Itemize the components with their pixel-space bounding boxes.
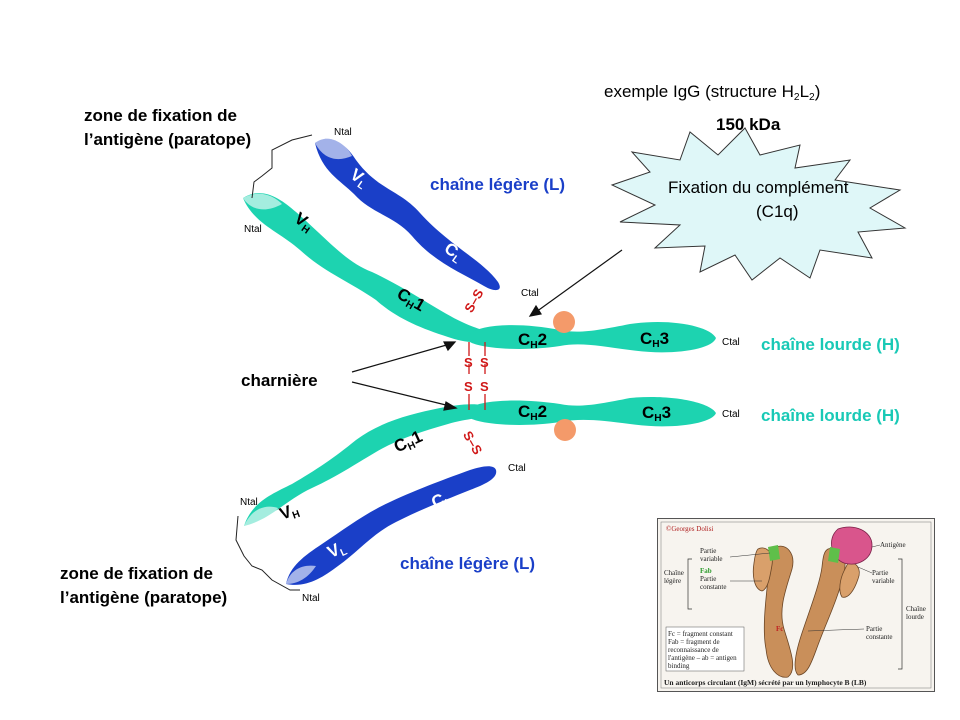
inset-credit: ©Georges Dolisi bbox=[666, 525, 714, 533]
ctal-top-light: Ctal bbox=[521, 288, 539, 299]
ntal-bottom-heavy: Ntal bbox=[240, 497, 258, 508]
domain-ch2-top: CH2 bbox=[518, 330, 547, 351]
ctal-bottom-heavy: Ctal bbox=[722, 409, 740, 420]
inset-light-right bbox=[839, 562, 860, 598]
inset-pointer-5 bbox=[807, 628, 865, 632]
domain-ch2-bottom: CH2 bbox=[518, 402, 547, 423]
domain-ch3-top: CH3 bbox=[640, 329, 669, 350]
inset-chaine-lourde: Chaîne lourde bbox=[906, 605, 926, 621]
ctal-top-heavy: Ctal bbox=[722, 337, 740, 348]
disulfide-hinge-s1: S bbox=[464, 355, 473, 370]
heavy-chain-top-variable-stripes bbox=[243, 193, 282, 210]
hinge-label: charnière bbox=[241, 371, 318, 390]
example-mid: L bbox=[799, 82, 810, 101]
complement-label-line1: Fixation du complément bbox=[668, 178, 849, 197]
paratope-bracket-top bbox=[251, 134, 313, 199]
complement-binding-site-top bbox=[553, 311, 575, 333]
disulfide-hinge-s4: S bbox=[480, 379, 489, 394]
hinge-arrows bbox=[351, 341, 458, 411]
ntal-bottom-light: Ntal bbox=[302, 593, 320, 604]
light-chain-top-variable-stripes bbox=[315, 138, 352, 160]
light-chain-bottom-variable-stripes bbox=[286, 565, 316, 584]
ch2-bottom-letter: C bbox=[518, 402, 531, 421]
inset-legend-1: Fc = fragment constant bbox=[668, 630, 733, 638]
inset-fab: Fab bbox=[700, 567, 712, 575]
ch2-bottom-num: 2 bbox=[537, 402, 548, 421]
inset-bracket-left bbox=[687, 558, 692, 610]
ch3-top-letter: C bbox=[640, 329, 653, 348]
ch3-bottom-sub: H bbox=[654, 413, 662, 425]
inset-fc: Fc bbox=[776, 625, 784, 633]
ch3-top-num: 3 bbox=[659, 329, 670, 348]
igm-inset-figure: ©Georges Dolisi Partie variable Fab Part… bbox=[657, 518, 935, 692]
inset-chaine-legere: Chaîne légère bbox=[664, 569, 684, 585]
inset-legend-2: Fab = fragment de bbox=[668, 638, 720, 646]
heavy-chain-top-arm bbox=[243, 193, 492, 343]
inset-partie-constante-1: Partie constante bbox=[700, 575, 727, 591]
example-text: exemple IgG (structure H bbox=[604, 82, 794, 101]
ch2-top-letter: C bbox=[518, 330, 531, 349]
inset-legend-box bbox=[665, 626, 745, 672]
heavy-chain-label-bottom: chaîne lourde (H) bbox=[761, 406, 900, 425]
inset-antigene: Antigène bbox=[880, 541, 906, 549]
complement-burst bbox=[610, 127, 907, 281]
heavy-chain-bottom-variable-stripes bbox=[244, 506, 278, 526]
ntal-top-light: Ntal bbox=[334, 127, 352, 138]
complement-binding-site-bottom bbox=[554, 419, 576, 441]
inset-caption: Un anticorps circulant (IgM) sécrété par… bbox=[664, 678, 867, 687]
heavy-chain-label-top: chaîne lourde (H) bbox=[761, 335, 900, 354]
inset-legend-5: binding bbox=[668, 662, 690, 670]
inset-partie-variable-1: Partie variable bbox=[700, 547, 723, 563]
paratope-zone-bottom: zone de fixation de l’antigène (paratope… bbox=[60, 564, 228, 607]
ch2-top-sub: H bbox=[530, 340, 538, 352]
light-chain-label-bottom: chaîne légère (L) bbox=[400, 554, 536, 573]
ch2-top-num: 2 bbox=[537, 330, 548, 349]
inset-partie-constante-2: Partie constante bbox=[866, 625, 893, 641]
example-igg-title: exemple IgG (structure H2L2) bbox=[604, 82, 820, 103]
igm-inset-drawing bbox=[660, 521, 932, 689]
inset-pointer-1 bbox=[729, 552, 771, 558]
molecular-mass: 150 kDa bbox=[716, 115, 781, 134]
ch2-bottom-sub: H bbox=[530, 412, 538, 424]
ntal-top-heavy: Ntal bbox=[244, 224, 262, 235]
ch3-bottom-letter: C bbox=[642, 403, 655, 422]
complement-label-line2: (C1q) bbox=[756, 202, 799, 221]
disulfide-hinge-s2: S bbox=[480, 355, 489, 370]
inset-bracket-right bbox=[898, 558, 903, 670]
example-sub2: 2 bbox=[809, 92, 815, 104]
paratope-zone-top: zone de fixation de l’antigène (paratope… bbox=[84, 106, 252, 149]
light-chain-top bbox=[315, 138, 500, 291]
ch3-bottom-num: 3 bbox=[661, 403, 672, 422]
example-end: ) bbox=[814, 82, 821, 101]
inset-pointer-3 bbox=[857, 566, 873, 574]
inset-pointer-4 bbox=[871, 544, 881, 548]
light-chain-label-top: chaîne légère (L) bbox=[430, 175, 566, 194]
inset-arm-right bbox=[794, 547, 846, 676]
inset-variable-right bbox=[828, 547, 840, 563]
inset-partie-variable-2: Partie variable bbox=[872, 569, 895, 585]
heavy-chain-bottom-fc bbox=[470, 396, 716, 427]
complement-arrow bbox=[528, 249, 623, 317]
domain-ch3-bottom: CH3 bbox=[642, 403, 671, 424]
disulfide-hinge-s3: S bbox=[464, 379, 473, 394]
ch3-top-sub: H bbox=[652, 339, 660, 351]
paratope-bracket-bottom bbox=[235, 515, 300, 591]
example-sub1: 2 bbox=[793, 92, 800, 104]
inset-legend-3: reconnaissance de bbox=[668, 646, 719, 654]
heavy-chain-top-fc bbox=[470, 321, 716, 353]
inset-variable-left bbox=[768, 545, 780, 561]
hinge-disulfide-lines bbox=[468, 342, 486, 410]
inset-legend-4: l'antigène – ab = antigen bbox=[668, 654, 737, 662]
light-chain-bottom bbox=[286, 466, 497, 585]
ctal-bottom-light: Ctal bbox=[508, 463, 526, 474]
